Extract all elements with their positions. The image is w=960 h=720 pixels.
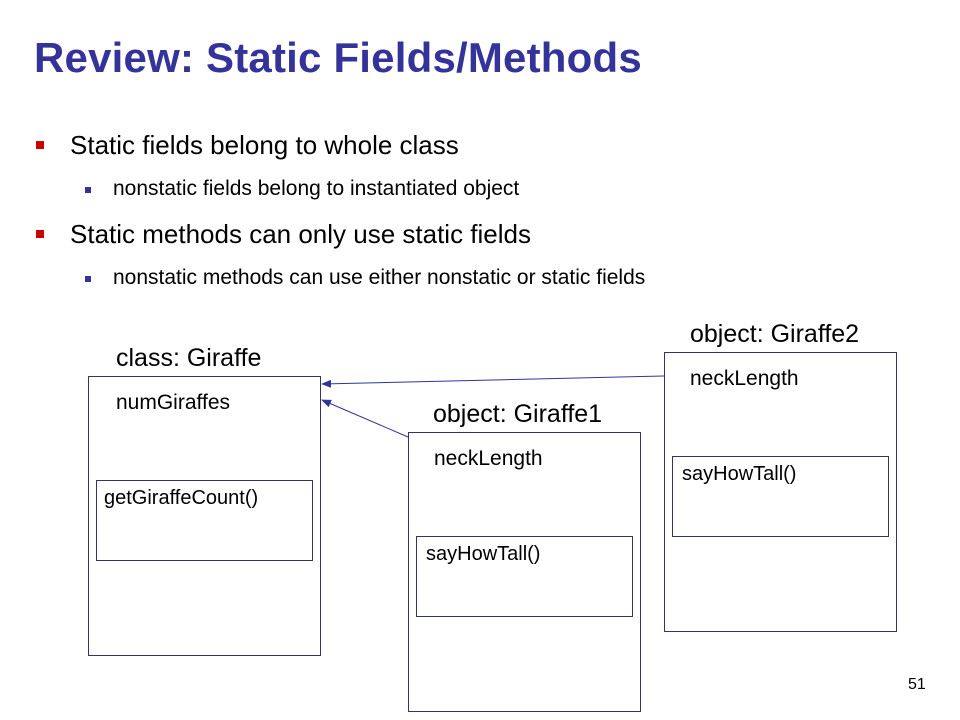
bullet-square-icon [85,276,91,282]
object-giraffe2-box [664,352,897,632]
class-giraffe-box [88,376,321,656]
bullet-text: Static methods can only use static field… [70,219,532,249]
bullet-square-icon [36,230,44,238]
object-giraffe1-method: sayHowTall() [426,543,541,565]
bullet-item: nonstatic methods can use either nonstat… [85,266,646,290]
arrow-giraffe1-to-class [321,399,409,438]
bullet-item: nonstatic fields belong to instantiated … [85,177,520,201]
object-giraffe1-label: object: Giraffe1 [433,400,603,428]
object-giraffe2-field: neckLength [690,367,799,390]
bullet-item: Static methods can only use static field… [36,219,532,250]
bullet-text: nonstatic fields belong to instantiated … [113,177,520,200]
arrow-giraffe2-to-class [321,375,665,388]
object-giraffe2-method: sayHowTall() [682,463,797,485]
bullet-item: Static fields belong to whole class [36,130,459,161]
bullet-text: nonstatic methods can use either nonstat… [113,266,646,289]
class-giraffe-label: class: Giraffe [116,344,262,372]
object-giraffe1-box [408,432,641,712]
class-giraffe-method: getGiraffeCount() [104,487,259,509]
page-number: 51 [908,676,926,693]
class-giraffe-field: numGiraffes [116,391,230,414]
bullet-square-icon [36,141,44,149]
slide-title: Review: Static Fields/Methods [34,34,642,81]
object-giraffe1-field: neckLength [434,447,543,470]
bullet-square-icon [85,187,91,193]
bullet-text: Static fields belong to whole class [70,130,459,160]
object-giraffe2-label: object: Giraffe2 [690,320,860,348]
